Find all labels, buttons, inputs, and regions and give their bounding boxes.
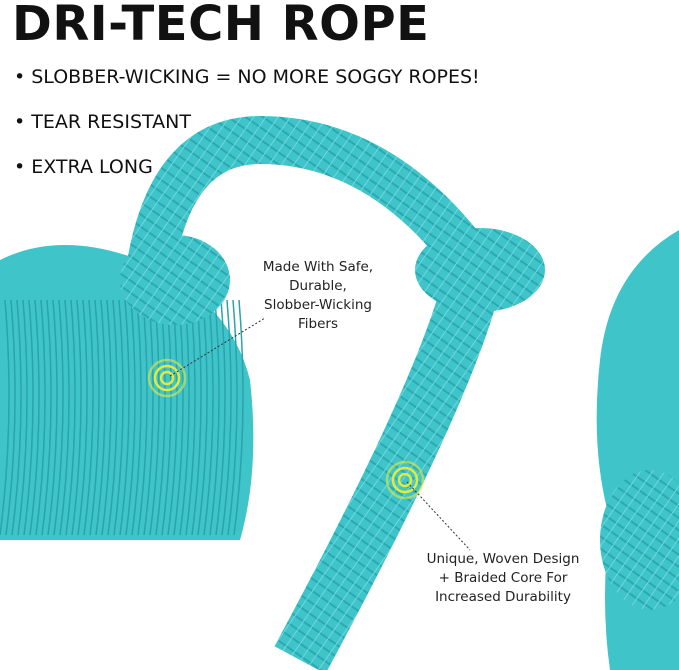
callout-leader-2 <box>406 481 471 551</box>
callout-line: Unique, Woven Design <box>426 551 580 567</box>
callout-line: + Braided Core For <box>438 570 568 586</box>
callout-durability: Unique, Woven Design + Braided Core For … <box>408 550 598 607</box>
callout-line: Made With Safe, <box>262 259 374 275</box>
feature-bullet: • TEAR RESISTANT <box>14 111 191 133</box>
feature-bullet: • SLOBBER-WICKING = NO MORE SOGGY ROPES! <box>14 66 480 88</box>
callout-leader-1 <box>169 317 266 377</box>
callout-line: Increased Durability <box>435 589 571 605</box>
rope-descending <box>274 282 498 670</box>
callout-line: Durable, <box>289 278 347 294</box>
callout-line: Slobber-Wicking <box>264 297 372 313</box>
left-knot <box>120 235 230 325</box>
feature-bullet: • EXTRA LONG <box>14 156 153 178</box>
right-lower-knot <box>600 470 679 610</box>
callout-fibers: Made With Safe, Durable, Slobber-Wicking… <box>238 258 398 334</box>
weave-marker-icon <box>385 460 425 500</box>
rope-arch <box>126 115 494 294</box>
right-knot <box>415 228 545 312</box>
callout-line: Fibers <box>298 316 338 332</box>
fiber-marker-icon <box>147 358 187 398</box>
page-title: DRI-TECH ROPE <box>12 0 430 52</box>
